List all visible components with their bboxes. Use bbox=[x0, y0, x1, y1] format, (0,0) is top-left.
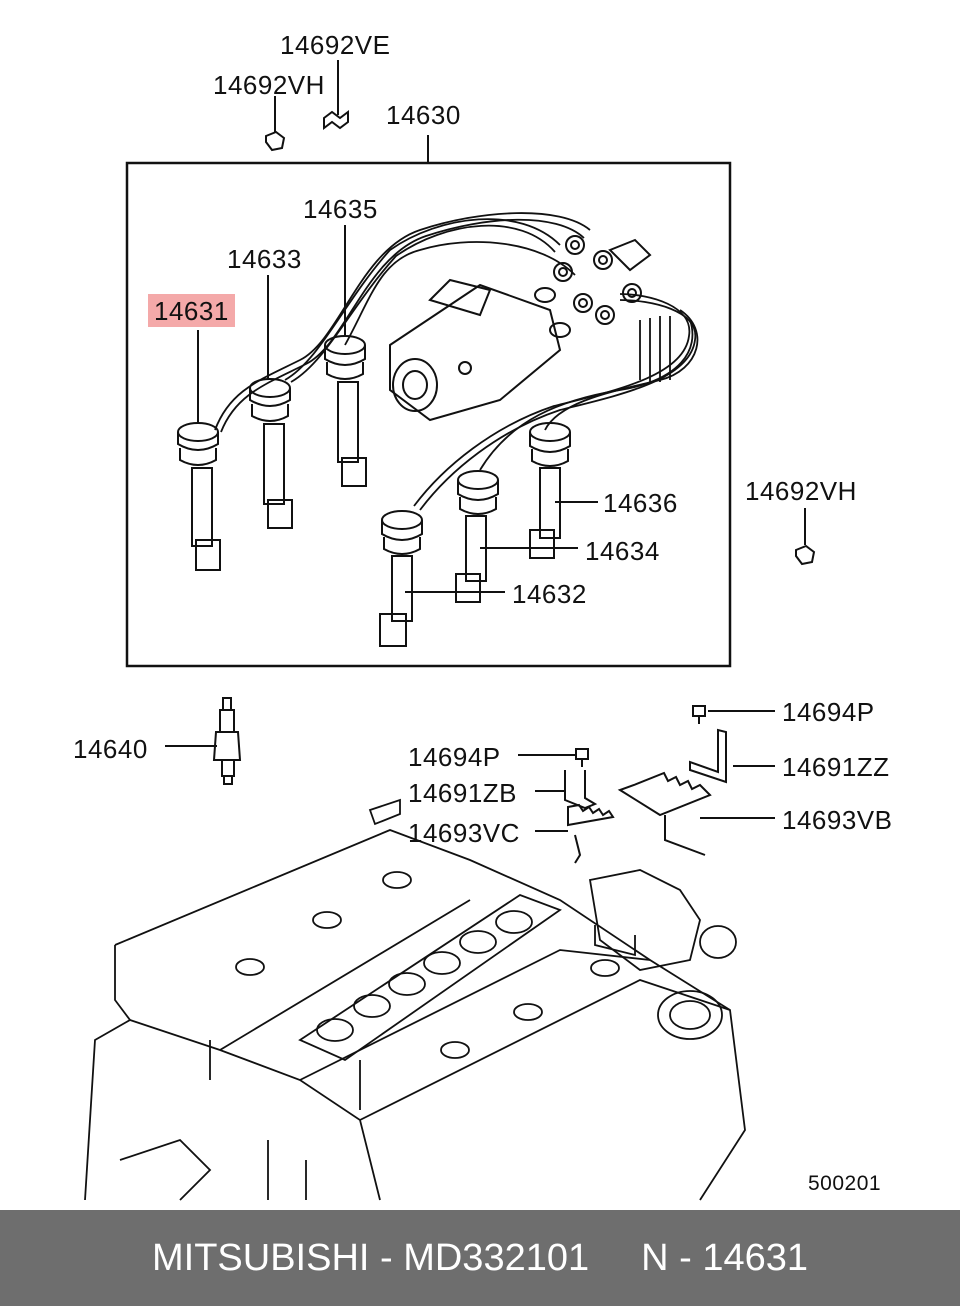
label-14633: 14633 bbox=[227, 244, 302, 274]
spark-plug-icon bbox=[165, 697, 242, 785]
label-14640: 14640 bbox=[73, 734, 148, 764]
label-14693vc: 14693VC bbox=[408, 818, 520, 848]
bracket-14691zb-icon bbox=[535, 770, 598, 810]
cable-terminals-icon bbox=[553, 235, 652, 325]
label-14694p-right: 14694P bbox=[782, 697, 875, 727]
footer-brand-part: MITSUBISHI - MD332101 bbox=[151, 1236, 590, 1279]
label-14692vh-right: 14692VH bbox=[745, 476, 857, 506]
clip-14692ve-icon bbox=[323, 60, 349, 130]
figure-number: 500201 bbox=[808, 1172, 882, 1195]
boot-14633-icon bbox=[249, 378, 293, 529]
label-14691zz: 14691ZZ bbox=[782, 752, 890, 782]
clip-14692vh-top-icon bbox=[265, 96, 286, 152]
label-14634: 14634 bbox=[585, 536, 660, 566]
label-14692ve: 14692VE bbox=[280, 30, 391, 60]
footer-ref: N - 14631 bbox=[641, 1236, 809, 1279]
boot-14635-icon bbox=[324, 335, 367, 487]
clip-14692vh-right-icon bbox=[795, 508, 816, 566]
engine-block-icon bbox=[84, 798, 746, 1201]
label-14692vh-top: 14692VH bbox=[213, 70, 325, 100]
holder-14693vb-icon bbox=[617, 771, 775, 856]
bolt-14694p-mid-icon bbox=[518, 748, 589, 767]
label-14635: 14635 bbox=[303, 194, 378, 224]
boot-14636-icon bbox=[529, 422, 571, 559]
label-14630: 14630 bbox=[386, 100, 461, 130]
boot-14631-icon bbox=[177, 422, 221, 571]
bolt-14694p-right-icon bbox=[692, 705, 775, 724]
label-14693vb: 14693VB bbox=[782, 805, 893, 835]
bracket-14691zz-icon bbox=[689, 728, 775, 784]
boot-14634-icon bbox=[455, 470, 499, 603]
label-14632: 14632 bbox=[512, 579, 587, 609]
holder-14693vc-icon bbox=[535, 803, 615, 864]
label-14694p-mid: 14694P bbox=[408, 742, 501, 772]
parts-diagram bbox=[84, 60, 816, 1201]
footer-bar: MITSUBISHI - MD332101 N - 14631 bbox=[0, 1210, 960, 1306]
distributor-icon bbox=[389, 278, 571, 422]
label-14636: 14636 bbox=[603, 488, 678, 518]
boot-14632-icon bbox=[379, 510, 423, 647]
label-14691zb: 14691ZB bbox=[408, 778, 518, 808]
label-14631-highlighted: 14631 bbox=[148, 294, 235, 327]
